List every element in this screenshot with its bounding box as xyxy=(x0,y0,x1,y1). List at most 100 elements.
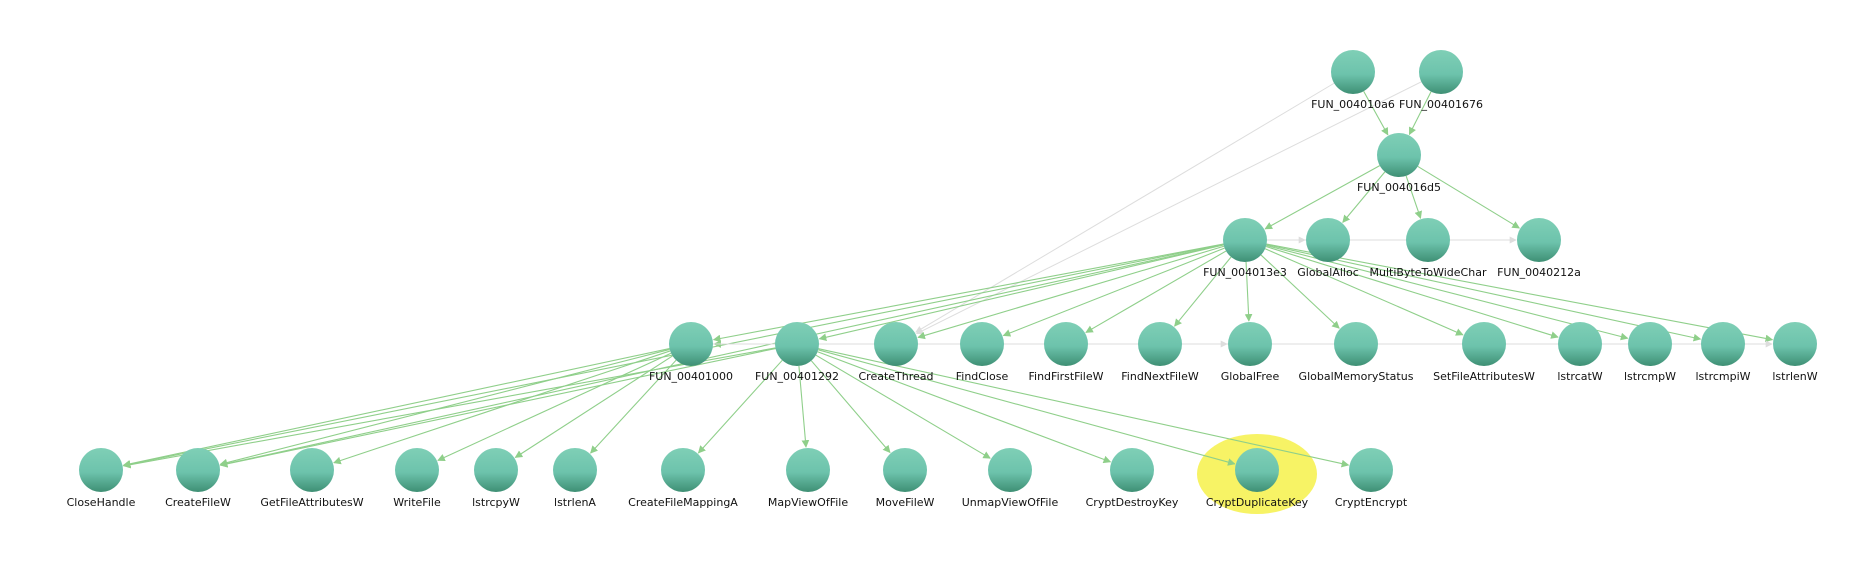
node-circle[interactable] xyxy=(661,448,705,492)
node-circle[interactable] xyxy=(1306,218,1350,262)
node-circle[interactable] xyxy=(553,448,597,492)
node-MultiByteToWideChar[interactable]: MultiByteToWideChar xyxy=(1370,218,1487,279)
edge-FUN_004013e3-to-GlobalMemoryStatus xyxy=(1260,254,1340,329)
node-label: MultiByteToWideChar xyxy=(1370,266,1487,279)
node-circle[interactable] xyxy=(1517,218,1561,262)
node-label: WriteFile xyxy=(393,496,441,509)
node-FUN_004010a6[interactable]: FUN_004010a6 xyxy=(1311,50,1395,111)
edge-FUN_004013e3-to-lstrcmpiW xyxy=(1266,244,1702,342)
edge-FUN_00401676-to-CreateThread xyxy=(915,81,1422,335)
node-label: GlobalFree xyxy=(1221,370,1280,383)
node-lstrcmpW[interactable]: lstrcmpW xyxy=(1624,322,1676,383)
node-circle[interactable] xyxy=(1349,448,1393,492)
node-label: CryptDestroyKey xyxy=(1086,496,1179,509)
node-CreateFileMappingA[interactable]: CreateFileMappingA xyxy=(628,448,738,509)
edge-FUN_00401292-to-CreateFileW xyxy=(219,347,776,468)
node-circle[interactable] xyxy=(79,448,123,492)
node-label: FUN_004013e3 xyxy=(1203,266,1287,279)
node-FindNextFileW[interactable]: FindNextFileW xyxy=(1121,322,1199,383)
node-circle[interactable] xyxy=(988,448,1032,492)
node-label: UnmapViewOfFile xyxy=(962,496,1059,509)
edge-FUN_004016d5-to-FUN_0040212a xyxy=(1417,165,1520,229)
node-circle[interactable] xyxy=(1701,322,1745,366)
node-GlobalMemoryStatus[interactable]: GlobalMemoryStatus xyxy=(1299,322,1414,383)
node-UnmapViewOfFile[interactable]: UnmapViewOfFile xyxy=(962,448,1059,509)
node-circle[interactable] xyxy=(1628,322,1672,366)
node-circle[interactable] xyxy=(1462,322,1506,366)
node-FUN_004016d5[interactable]: FUN_004016d5 xyxy=(1357,133,1441,194)
node-circle[interactable] xyxy=(960,322,1004,366)
edge-FUN_004013e3-to-CreateFileW xyxy=(219,244,1224,468)
edge-FUN_00401000-to-GetFileAttributesW xyxy=(333,350,671,465)
node-MapViewOfFile[interactable]: MapViewOfFile xyxy=(768,448,848,509)
node-circle[interactable] xyxy=(1334,322,1378,366)
node-circle[interactable] xyxy=(290,448,334,492)
node-circle[interactable] xyxy=(1138,322,1182,366)
node-circle[interactable] xyxy=(395,448,439,492)
node-circle[interactable] xyxy=(176,448,220,492)
node-label: GlobalAlloc xyxy=(1297,266,1359,279)
node-circle[interactable] xyxy=(1223,218,1267,262)
node-circle[interactable] xyxy=(883,448,927,492)
node-label: CloseHandle xyxy=(67,496,136,509)
edge-FUN_00401000-to-lstrcpyW xyxy=(514,355,673,458)
node-CryptDuplicateKey[interactable]: CryptDuplicateKey xyxy=(1206,448,1309,509)
node-label: lstrcmpW xyxy=(1624,370,1676,383)
node-circle[interactable] xyxy=(1773,322,1817,366)
node-FUN_00401676[interactable]: FUN_00401676 xyxy=(1399,50,1483,111)
node-circle[interactable] xyxy=(474,448,518,492)
node-circle[interactable] xyxy=(775,322,819,366)
node-label: FUN_004016d5 xyxy=(1357,181,1441,194)
node-circle[interactable] xyxy=(1110,448,1154,492)
node-GlobalFree[interactable]: GlobalFree xyxy=(1221,322,1280,383)
node-circle[interactable] xyxy=(669,322,713,366)
node-CreateThread[interactable]: CreateThread xyxy=(858,322,934,383)
node-CloseHandle[interactable]: CloseHandle xyxy=(67,448,136,509)
node-CryptDestroyKey[interactable]: CryptDestroyKey xyxy=(1086,448,1179,509)
node-FindClose[interactable]: FindClose xyxy=(956,322,1009,383)
node-circle[interactable] xyxy=(874,322,918,366)
node-lstrcmpiW[interactable]: lstrcmpiW xyxy=(1695,322,1751,383)
edge-FUN_00401292-to-CloseHandle xyxy=(122,347,776,469)
edge-FUN_004013e3-to-FUN_00401292 xyxy=(818,244,1224,341)
node-lstrcpyW[interactable]: lstrcpyW xyxy=(472,448,520,509)
edge-FUN_004013e3-to-FindClose xyxy=(1002,247,1225,337)
node-circle[interactable] xyxy=(1228,322,1272,366)
node-label: FUN_00401292 xyxy=(755,370,839,383)
node-label: lstrcmpiW xyxy=(1695,370,1750,383)
node-label: CryptEncrypt xyxy=(1335,496,1408,509)
node-lstrcatW[interactable]: lstrcatW xyxy=(1557,322,1603,383)
node-circle[interactable] xyxy=(1419,50,1463,94)
node-CreateFileW[interactable]: CreateFileW xyxy=(165,448,231,509)
node-GetFileAttributesW[interactable]: GetFileAttributesW xyxy=(260,448,364,509)
edge-FUN_00401292-to-UnmapViewOfFile xyxy=(815,354,991,459)
edge-FUN_004013e3-to-FindNextFileW xyxy=(1174,256,1232,327)
node-lstrlenA[interactable]: lstrlenA xyxy=(553,448,597,509)
node-CryptEncrypt[interactable]: CryptEncrypt xyxy=(1335,448,1408,509)
node-label: SetFileAttributesW xyxy=(1433,370,1535,383)
node-circle[interactable] xyxy=(1406,218,1450,262)
node-label: FindFirstFileW xyxy=(1029,370,1104,383)
node-circle[interactable] xyxy=(1377,133,1421,177)
node-circle[interactable] xyxy=(1235,448,1279,492)
node-FUN_004013e3[interactable]: FUN_004013e3 xyxy=(1203,218,1287,279)
node-label: FUN_0040212a xyxy=(1497,266,1581,279)
edge-FUN_00401292-to-CryptEncrypt xyxy=(818,348,1350,468)
node-label: FUN_004010a6 xyxy=(1311,98,1395,111)
node-circle[interactable] xyxy=(1044,322,1088,366)
node-lstrlenW[interactable]: lstrlenW xyxy=(1772,322,1818,383)
node-label: lstrlenW xyxy=(1772,370,1817,383)
node-label: FindClose xyxy=(956,370,1009,383)
node-FUN_00401000[interactable]: FUN_00401000 xyxy=(649,322,733,383)
node-circle[interactable] xyxy=(1558,322,1602,366)
node-GlobalAlloc[interactable]: GlobalAlloc xyxy=(1297,218,1359,279)
node-FindFirstFileW[interactable]: FindFirstFileW xyxy=(1029,322,1104,383)
node-FUN_00401292[interactable]: FUN_00401292 xyxy=(755,322,839,383)
node-MoveFileW[interactable]: MoveFileW xyxy=(876,448,935,509)
node-FUN_0040212a[interactable]: FUN_0040212a xyxy=(1497,218,1581,279)
node-SetFileAttributesW[interactable]: SetFileAttributesW xyxy=(1433,322,1535,383)
node-circle[interactable] xyxy=(786,448,830,492)
node-circle[interactable] xyxy=(1331,50,1375,94)
node-WriteFile[interactable]: WriteFile xyxy=(393,448,441,509)
